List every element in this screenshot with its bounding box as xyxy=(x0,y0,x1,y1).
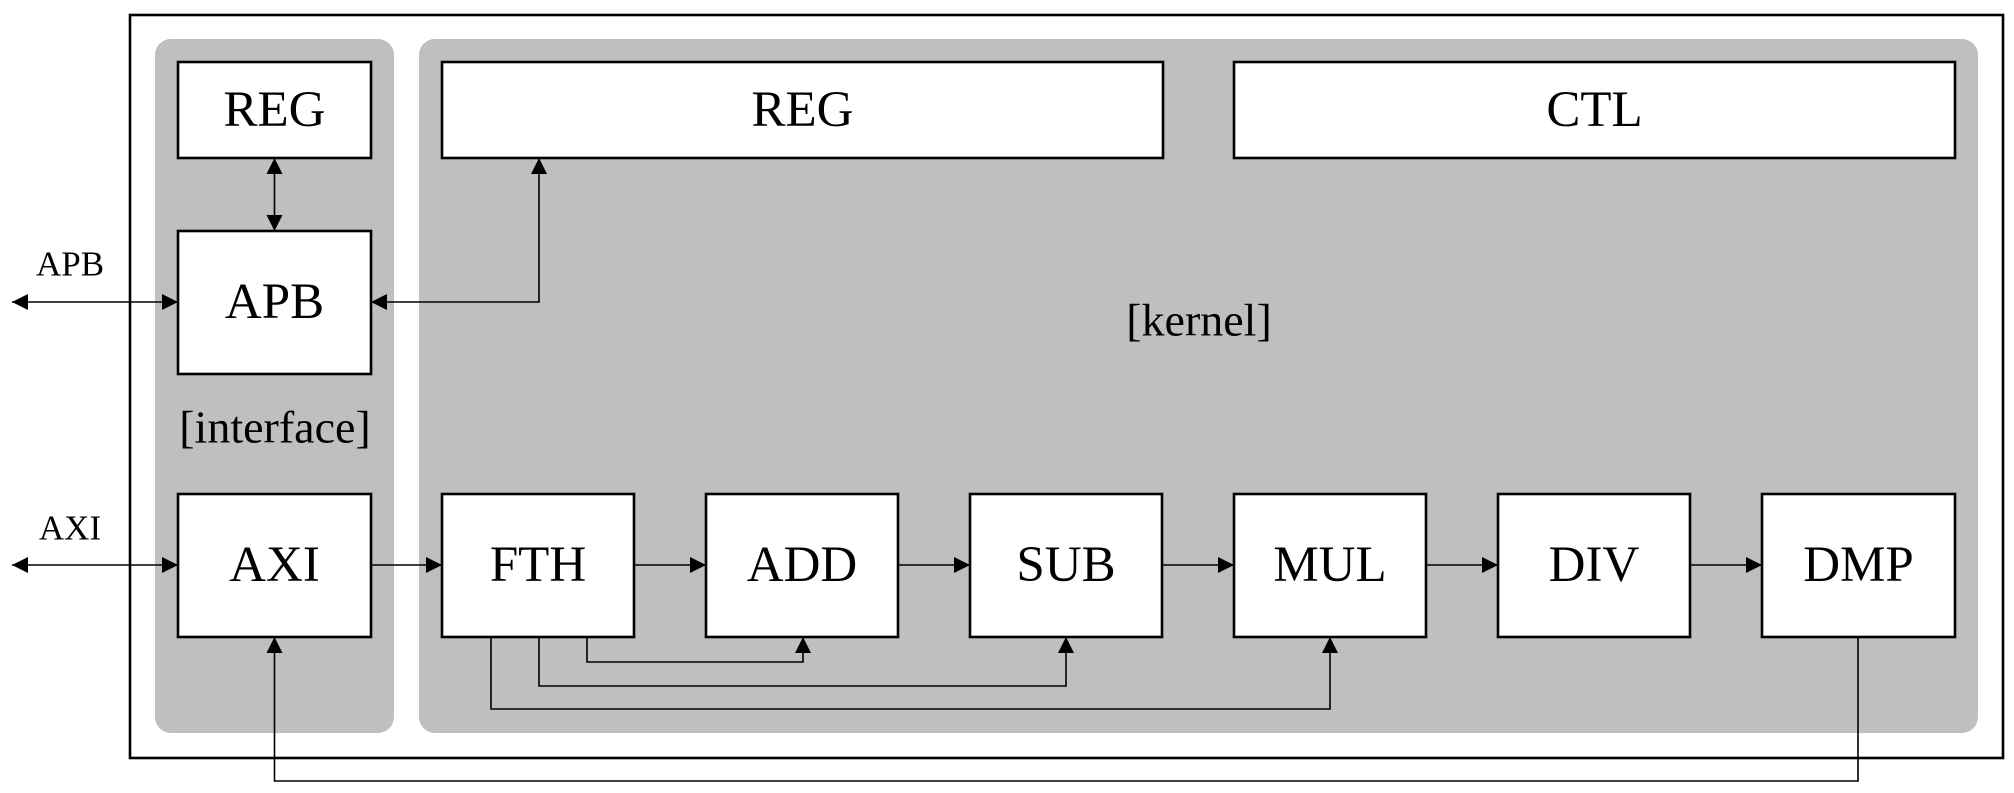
add-label: ADD xyxy=(747,537,858,593)
interface-axi-block xyxy=(176,492,373,639)
div-label: DIV xyxy=(1549,537,1640,593)
kernel-reg-label: REG xyxy=(752,82,854,138)
fth-add-bypass-arrow xyxy=(586,637,811,663)
kernel-reg-block xyxy=(440,60,1165,160)
apb-kernel-reg-arrow xyxy=(371,158,547,310)
axi-port-label: AXI xyxy=(39,509,101,548)
kernel-ctl-block xyxy=(1232,60,1957,160)
kernel-ctl-label: CTL xyxy=(1546,82,1642,138)
sub-block xyxy=(968,492,1164,639)
dmp-block xyxy=(1760,492,1957,639)
interface-apb-block xyxy=(176,229,373,376)
interface-region-label: [interface] xyxy=(179,402,371,453)
dmp-label: DMP xyxy=(1803,537,1914,593)
apb-port-label: APB xyxy=(36,245,104,284)
dmp-axi-feedback-arrow xyxy=(266,637,1859,782)
sub-label: SUB xyxy=(1016,537,1115,593)
kernel-region-label: [kernel] xyxy=(1126,295,1272,346)
div-block xyxy=(1496,492,1692,639)
fth-sub-bypass-arrow xyxy=(538,637,1074,687)
interface-reg-label: REG xyxy=(224,82,326,138)
interface-apb-label: APB xyxy=(225,274,324,330)
interface-axi-label: AXI xyxy=(229,537,320,593)
interface-reg-block xyxy=(176,60,373,160)
mul-label: MUL xyxy=(1273,537,1386,593)
fth-block xyxy=(440,492,636,639)
fth-label: FTH xyxy=(490,537,586,593)
fth-mul-bypass-arrow xyxy=(490,637,1338,710)
